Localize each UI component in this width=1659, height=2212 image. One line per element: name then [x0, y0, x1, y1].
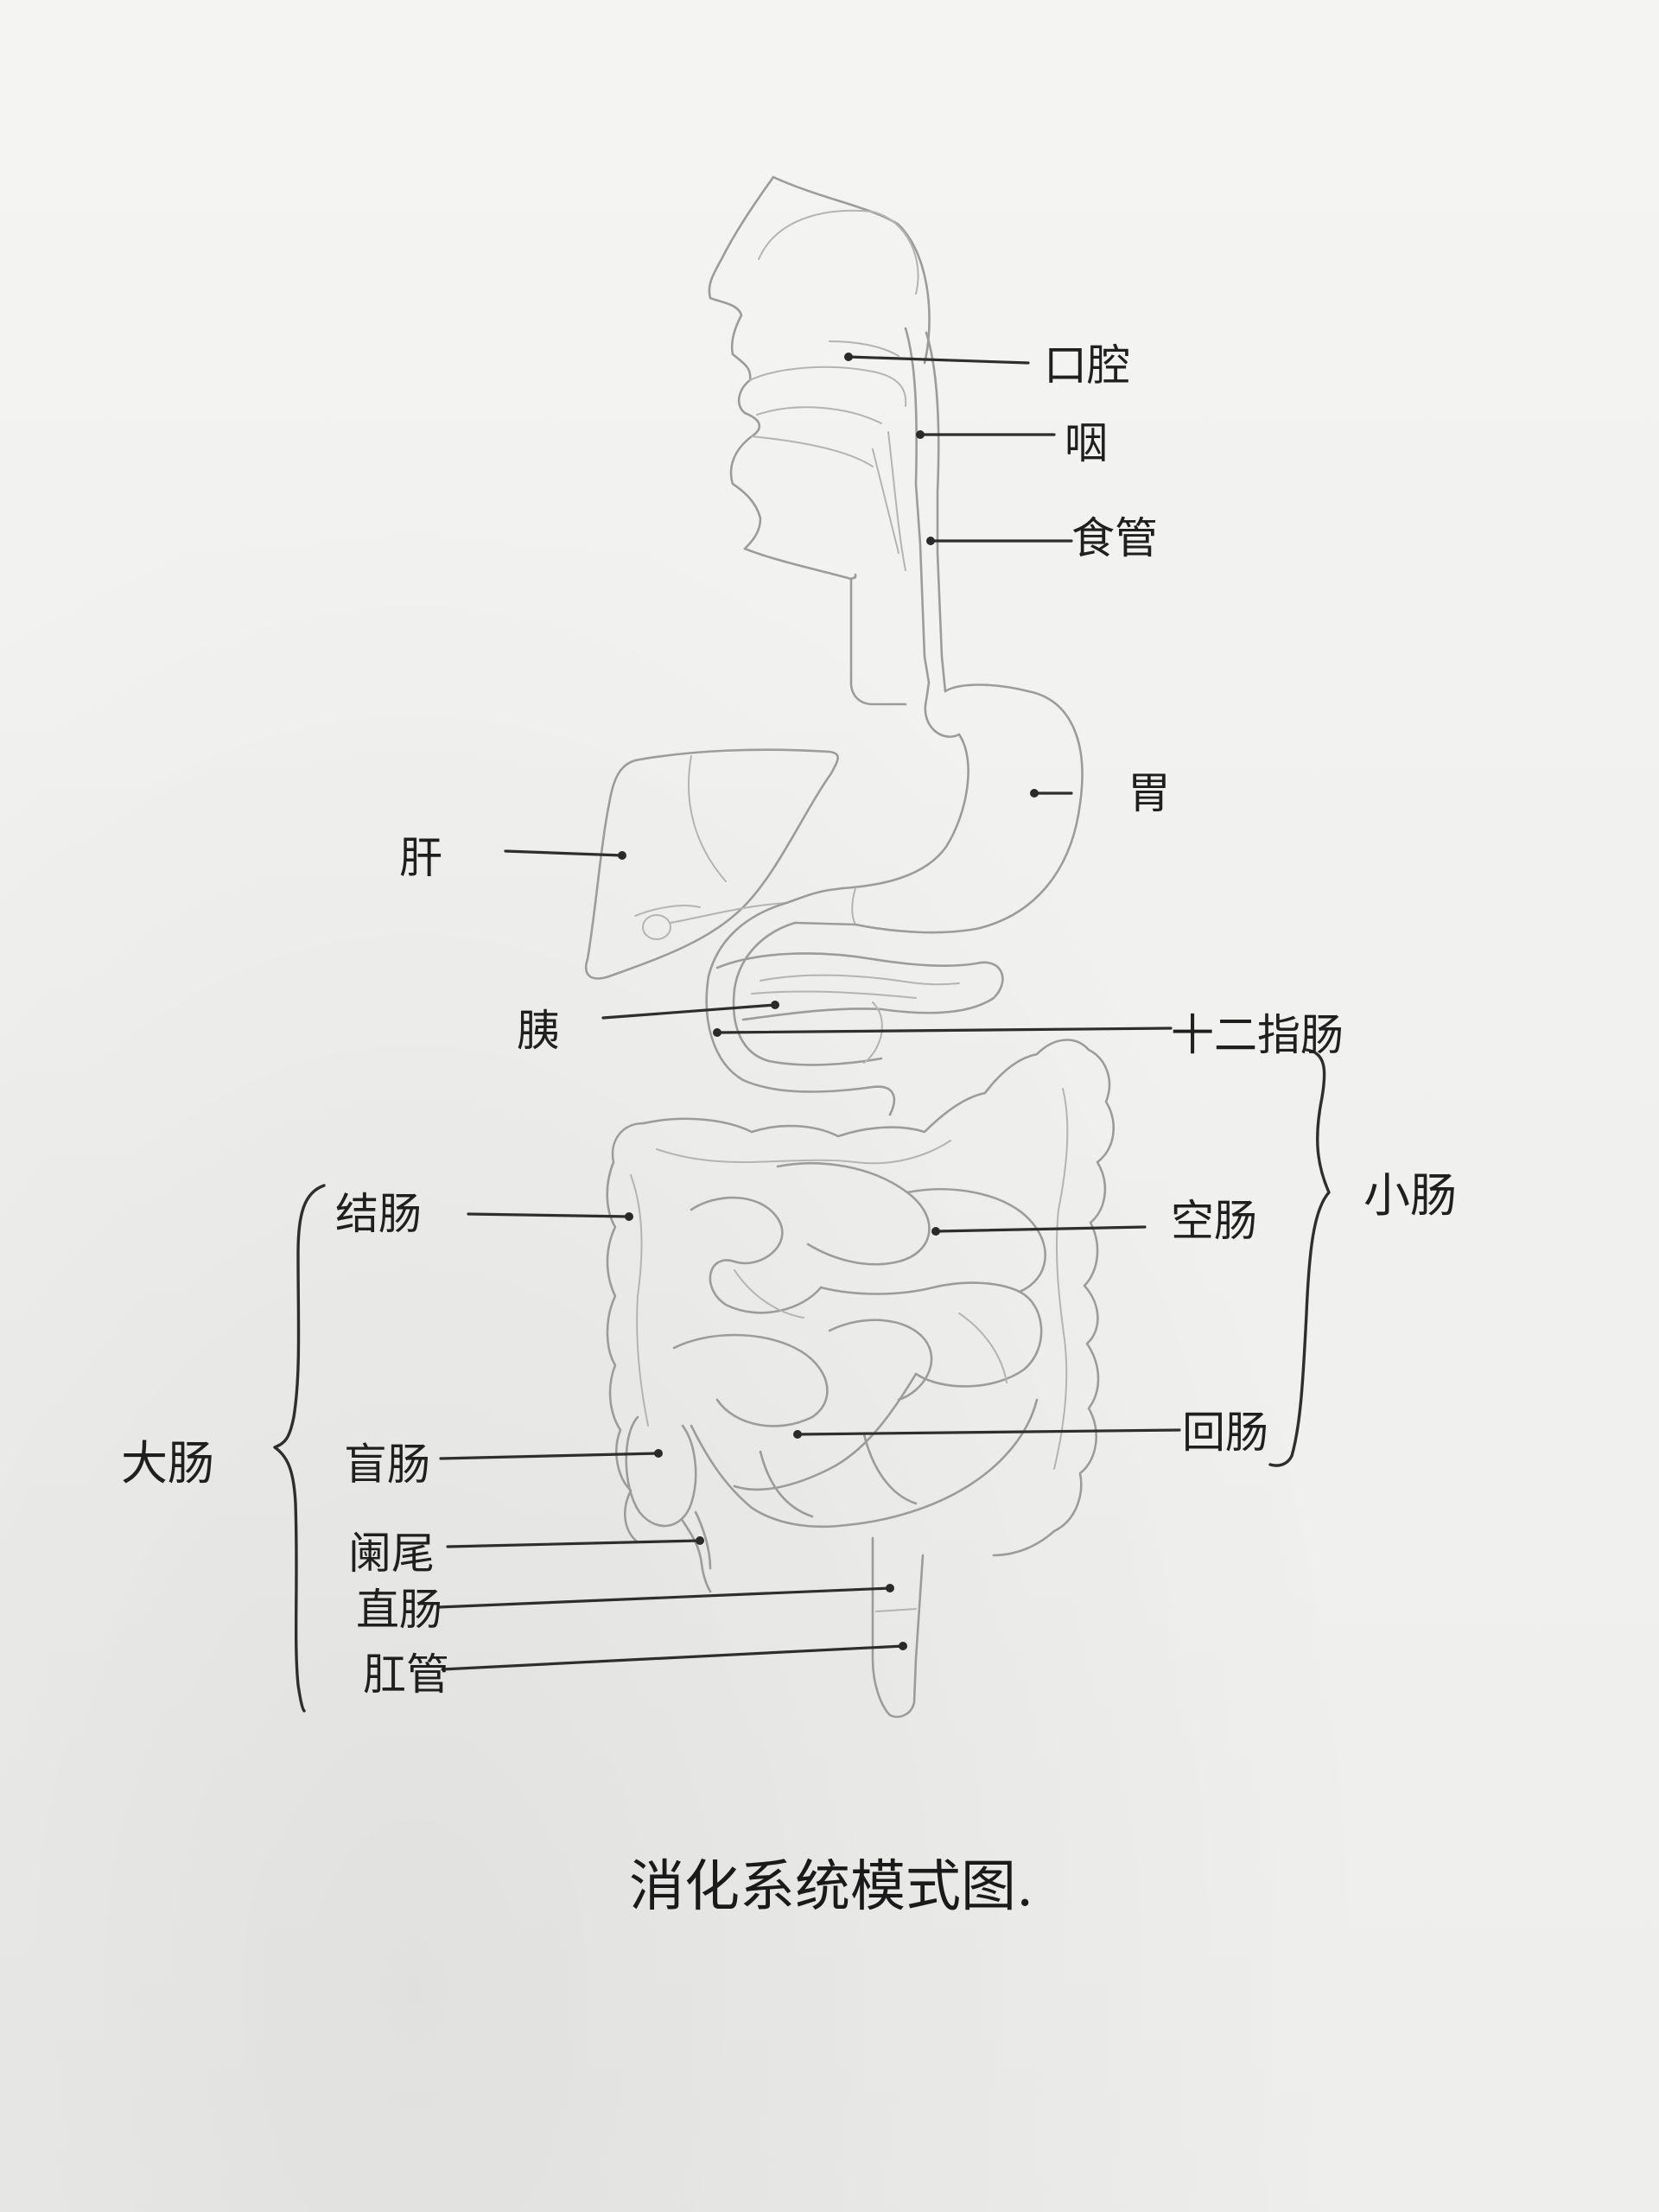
label-jejunum: 空肠: [1171, 1196, 1257, 1246]
label-colon: 结肠: [335, 1189, 422, 1239]
label-small-intestine: 小肠: [1363, 1168, 1457, 1223]
head-outline: [708, 175, 931, 706]
label-ileum: 回肠: [1182, 1408, 1268, 1458]
label-anal-canal: 肛管: [363, 1649, 449, 1700]
liver-shape: [584, 748, 839, 980]
label-esophagus: 食管: [1071, 513, 1158, 563]
label-duodenum: 十二指肠: [1171, 1010, 1344, 1060]
small-intestine-brace: [1268, 1048, 1331, 1467]
label-oral-cavity: 口腔: [1044, 340, 1130, 391]
duodenum-shape: [705, 901, 895, 1116]
label-pharynx: 咽: [1065, 418, 1108, 468]
label-stomach: 胃: [1128, 768, 1171, 818]
label-large-intestine: 大肠: [121, 1436, 214, 1491]
label-rectum: 直肠: [356, 1585, 442, 1635]
label-cecum: 盲肠: [344, 1440, 430, 1490]
stomach-shape: [785, 683, 1084, 934]
label-liver: 肝: [399, 833, 442, 883]
rectum-anal-canal-shape: [871, 1536, 925, 1719]
large-intestine-brace: [273, 1184, 326, 1713]
cecum-appendix-shape: [625, 1415, 712, 1593]
leader-lines: [437, 353, 1181, 1671]
small-intestine-coils: [672, 1161, 1046, 1529]
pancreas-shape: [715, 952, 1004, 1021]
diagram-caption: 消化系统模式图.: [629, 1855, 1033, 1919]
label-pancreas: 胰: [517, 1006, 560, 1056]
colon-shape: [606, 1039, 1116, 1557]
label-appendix: 阑尾: [348, 1529, 435, 1579]
esophagus-shape: [872, 327, 961, 738]
